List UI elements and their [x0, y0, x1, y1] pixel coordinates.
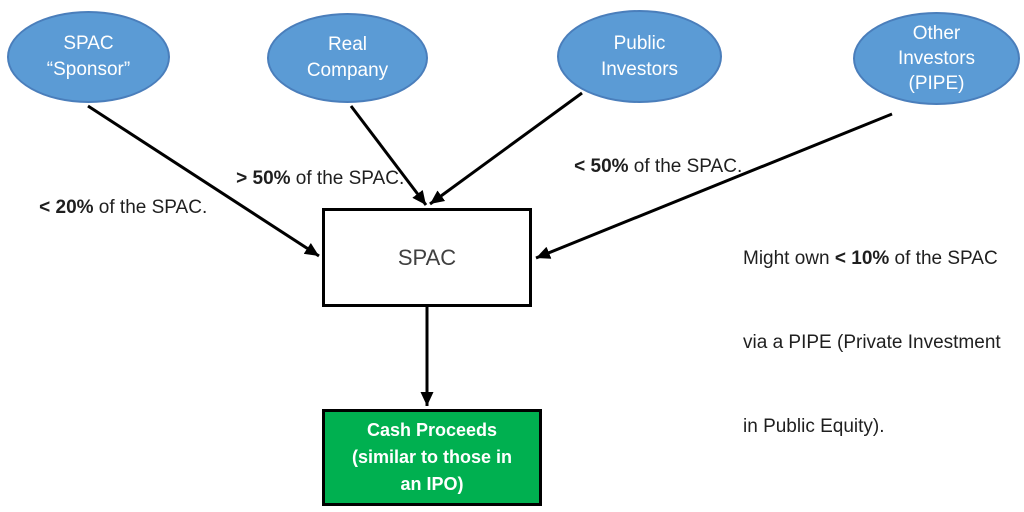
- node-other-investors-line3: (PIPE): [908, 73, 965, 94]
- node-cash-proceeds-line1: Cash Proceeds: [366, 420, 498, 440]
- pipe-note: Might own < 10% of the SPAC via a PIPE (…: [743, 189, 1001, 497]
- node-spac-box-label: SPAC: [397, 244, 457, 270]
- node-other-investors-line2: Investors: [897, 48, 976, 69]
- node-spac-sponsor-line1: SPAC: [63, 33, 114, 54]
- node-spac-box: SPAC: [322, 208, 532, 307]
- edge-label-real-company-percent: > 50% of the SPAC.: [215, 146, 404, 212]
- edge-label-real-company-bold: > 50%: [236, 168, 291, 189]
- edge-label-real-company-rest: of the SPAC.: [290, 168, 405, 189]
- node-real-company-line2: Company: [306, 60, 389, 81]
- node-public-investors: Public Investors: [557, 10, 722, 103]
- node-cash-proceeds-line3: an IPO): [400, 474, 464, 494]
- arrow-public-investors-to-spac: [429, 91, 583, 206]
- pipe-note-line1-bold: < 10%: [834, 248, 890, 269]
- arrow-sponsor-to-spac: [87, 104, 320, 258]
- edge-label-sponsor-percent: < 20% of the SPAC.: [18, 175, 207, 241]
- node-other-investors-line1: Other: [912, 23, 961, 44]
- node-real-company: Real Company: [267, 13, 428, 103]
- edge-label-public-investors-rest: of the SPAC.: [628, 156, 743, 177]
- edge-label-sponsor-bold: < 20%: [39, 197, 94, 218]
- node-cash-proceeds-line2: (similar to those in: [351, 447, 513, 467]
- arrow-other-investors-to-spac: [535, 112, 893, 260]
- node-other-investors-pipe: Other Investors (PIPE): [853, 12, 1020, 105]
- node-cash-proceeds-box: Cash Proceeds (similar to those in an IP…: [322, 409, 542, 506]
- pipe-note-line2: via a PIPE (Private Investment: [743, 332, 1001, 353]
- pipe-note-line1-post: of the SPAC: [889, 248, 998, 269]
- node-spac-sponsor: SPAC “Sponsor”: [7, 11, 170, 103]
- node-real-company-line1: Real: [327, 34, 368, 55]
- edge-label-sponsor-rest: of the SPAC.: [93, 197, 208, 218]
- pipe-note-line1-pre: Might own: [743, 248, 835, 269]
- pipe-note-line1: Might own < 10% of the SPAC: [743, 245, 1001, 273]
- arrow-real-company-to-spac: [349, 105, 428, 206]
- edge-label-public-investors-percent: < 50% of the SPAC.: [553, 134, 742, 200]
- pipe-note-line3: in Public Equity).: [743, 416, 885, 437]
- node-spac-sponsor-line2: “Sponsor”: [46, 59, 131, 80]
- node-public-investors-line2: Investors: [600, 58, 679, 80]
- node-public-investors-line1: Public: [613, 32, 666, 54]
- edge-label-public-investors-bold: < 50%: [574, 156, 629, 177]
